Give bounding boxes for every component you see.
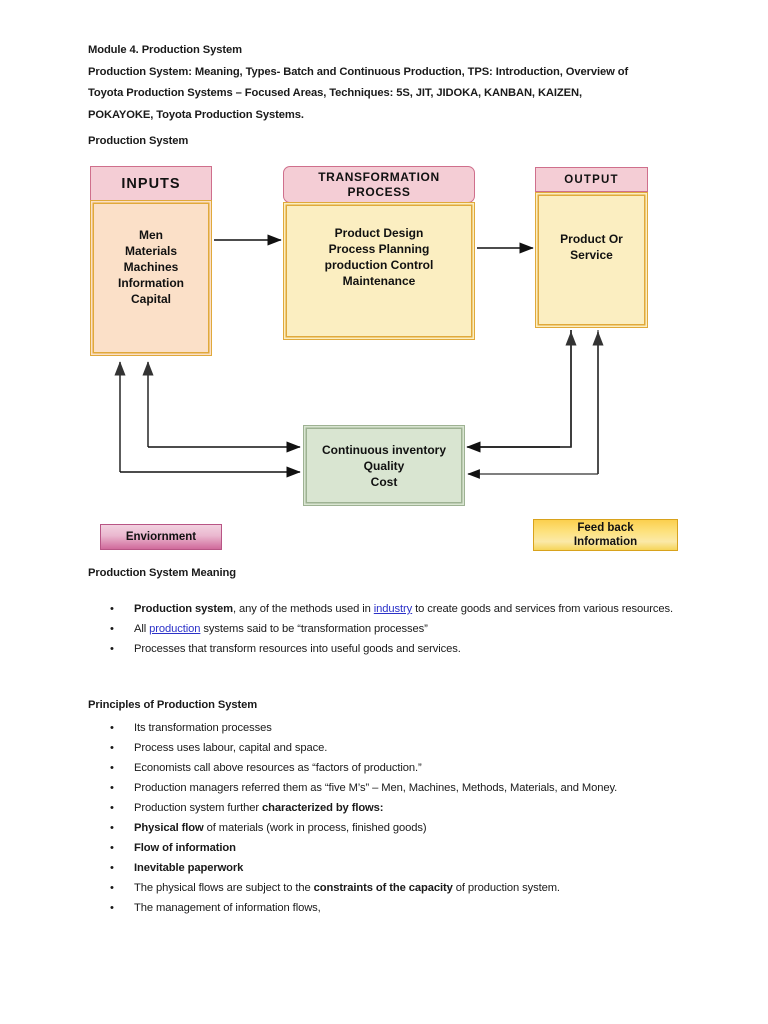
bullet-icon: •	[110, 862, 114, 874]
inventory-box: Continuous inventory Quality Cost	[303, 425, 465, 506]
list-item-text: Its transformation processes	[134, 722, 272, 734]
inputs-body: Men Materials Machines Information Capit…	[90, 200, 212, 356]
frag-normal: of production system.	[452, 882, 560, 894]
list-item: • Processes that transform resources int…	[88, 639, 688, 659]
inputs-body-text: Men Materials Machines Information Capit…	[118, 228, 184, 306]
list-item-text: The physical flows are subject to the co…	[134, 882, 560, 894]
list-item: • Process uses labour, capital and space…	[88, 738, 688, 758]
bullet-icon: •	[110, 603, 114, 615]
list-item-text: Processes that transform resources into …	[134, 643, 461, 655]
bullet-icon: •	[110, 722, 114, 734]
bullet-icon: •	[110, 782, 114, 794]
inputs-header: INPUTS	[90, 166, 212, 201]
inventory-box-text: Continuous inventory Quality Cost	[322, 442, 446, 489]
list-item: • Flow of information	[88, 838, 688, 858]
intro-line-2: Toyota Production Systems – Focused Area…	[88, 87, 583, 99]
output-body: Product Or Service	[535, 192, 648, 328]
frag-bold: Physical flow	[134, 822, 204, 834]
list-item-text: The management of information flows,	[134, 902, 321, 914]
bullet-icon: •	[110, 882, 114, 894]
list-item: • The management of information flows,	[88, 898, 688, 918]
production-link[interactable]: production	[149, 623, 201, 635]
list-item: • Production managers referred them as “…	[88, 778, 688, 798]
line-output-down-to-inventory	[468, 330, 572, 448]
bullet-icon: •	[110, 623, 114, 635]
list-item: • Its transformation processes	[88, 718, 688, 738]
list-item-text: Production system, any of the methods us…	[134, 603, 673, 615]
transformation-body-text: Product Design Process Planning producti…	[324, 226, 434, 288]
transformation-body: Product Design Process Planning producti…	[283, 202, 475, 340]
industry-link[interactable]: industry	[373, 603, 413, 615]
transformation-header: TRANSFORMATION PROCESS	[283, 166, 475, 203]
list-item: • Production system further characterize…	[88, 798, 688, 818]
frag-normal: The physical flows are subject to the	[134, 882, 314, 894]
output-body-text: Product Or Service	[560, 232, 623, 262]
feedback-label: Feed back Information	[573, 522, 638, 548]
document-heading-block: Module 4. Production System Production S…	[88, 40, 684, 126]
environment-label: Enviornment	[125, 531, 197, 543]
module-heading: Module 4. Production System	[88, 44, 242, 56]
bullet-icon: •	[110, 842, 114, 854]
list-item-text: Economists call above resources as “fact…	[134, 762, 422, 774]
list-item: • Production system, any of the methods …	[88, 599, 688, 619]
bullet-icon: •	[110, 902, 114, 914]
list-item-text: Physical flow of materials (work in proc…	[134, 822, 427, 834]
bullet-icon: •	[110, 762, 114, 774]
list-item: • Physical flow of materials (work in pr…	[88, 818, 688, 838]
frag-normal: of materials (work in process, finished …	[203, 822, 427, 834]
bullet-icon: •	[110, 822, 114, 834]
list-item-text: Flow of information	[134, 842, 236, 854]
list-item: • The physical flows are subject to the …	[88, 878, 688, 898]
diagram-caption: Production System	[88, 135, 189, 147]
output-header: OUTPUT	[535, 167, 648, 192]
list-item-text: Inevitable paperwork	[134, 862, 244, 874]
frag-bold: characterized by flows:	[261, 802, 384, 814]
list-item: • Inevitable paperwork	[88, 858, 688, 878]
meaning-heading: Production System Meaning	[88, 567, 236, 579]
frag-normal: Production system further	[134, 802, 262, 814]
feedback-box: Feed back Information	[533, 519, 678, 551]
principles-bullet-list: • Its transformation processes • Process…	[88, 718, 688, 918]
bullet-icon: •	[110, 643, 114, 655]
bullet-icon: •	[110, 742, 114, 754]
frag-bold: constraints of the capacity	[313, 882, 453, 894]
list-item-text: Process uses labour, capital and space.	[134, 742, 328, 754]
intro-line-3: POKAYOKE, Toyota Production Systems.	[88, 108, 304, 121]
intro-line-1: Production System: Meaning, Types- Batch…	[88, 65, 629, 78]
bullet-icon: •	[110, 802, 114, 814]
list-item-text: Production system further characterized …	[134, 802, 384, 814]
list-item: • All production systems said to be “tra…	[88, 619, 688, 639]
environment-box: Enviornment	[100, 524, 222, 550]
list-item-text: Production managers referred them as “fi…	[134, 782, 618, 794]
principles-heading: Principles of Production System	[88, 699, 258, 711]
list-item: • Economists call above resources as “fa…	[88, 758, 688, 778]
list-item-text: All production systems said to be “trans…	[134, 623, 428, 635]
meaning-bullet-list: • Production system, any of the methods …	[88, 599, 688, 659]
